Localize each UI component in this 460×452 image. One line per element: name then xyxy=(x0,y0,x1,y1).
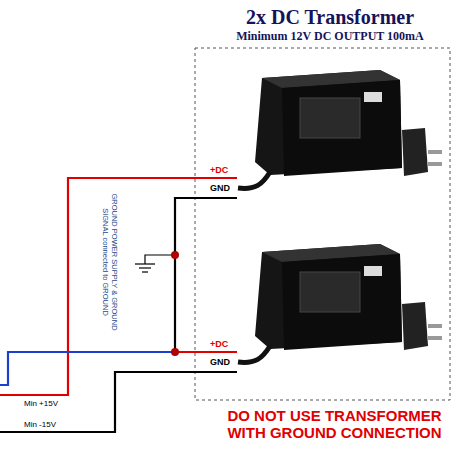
subtitle: Minimum 12V DC OUTPUT 100mA xyxy=(236,29,424,44)
blue-wire xyxy=(0,352,175,385)
signal-label: Min +15V xyxy=(24,399,58,408)
terminal-label: GND xyxy=(210,183,230,193)
signal-label: Min -15V xyxy=(24,420,56,429)
terminal-label: +DC xyxy=(210,165,228,175)
junction-dot xyxy=(171,348,179,356)
diagram-title: 2x DC Transformer xyxy=(246,6,414,29)
dashed-frame xyxy=(195,48,450,400)
note-vertical: GROUND POWER SUPPLY & GROUND SIGNAL conn… xyxy=(101,182,119,342)
junction-dot xyxy=(171,251,179,259)
transformer-image xyxy=(238,70,442,188)
red-wire xyxy=(175,351,237,353)
red-wire xyxy=(0,178,237,395)
black-wire xyxy=(0,372,237,432)
terminal-label: +DC xyxy=(210,339,228,349)
warning-text: DO NOT USE TRANSFORMER WITH GROUND CONNE… xyxy=(212,407,457,442)
black-wire xyxy=(175,198,237,352)
terminal-label: GND xyxy=(210,357,230,367)
ground-symbol xyxy=(135,264,155,272)
ground-wire xyxy=(145,255,175,264)
